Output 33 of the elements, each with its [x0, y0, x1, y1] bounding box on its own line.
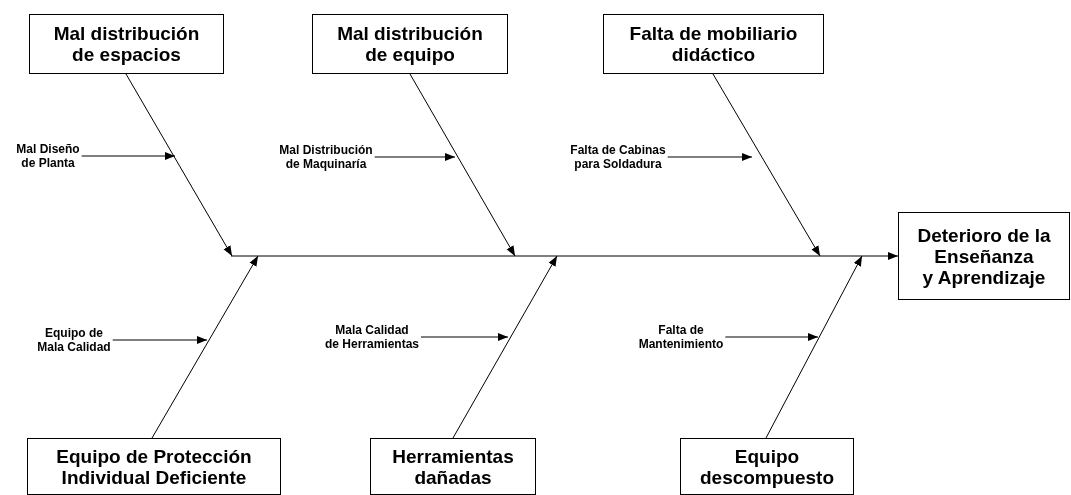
sub-cause-label: Falta de Cabinas para Soldadura [570, 143, 666, 171]
arrow [125, 73, 233, 257]
cause-text: Equipo descompuesto [699, 445, 835, 488]
cause-box [29, 14, 224, 74]
arrow [667, 153, 753, 161]
arrow [409, 73, 516, 257]
sub-cause-label: Equipo de Mala Calidad [37, 326, 111, 354]
cause-text: Falta de mobiliario didáctico [629, 23, 798, 65]
arrow [151, 255, 259, 439]
cause-text: Mal distribución de equipo [337, 23, 483, 65]
cause-box [680, 438, 854, 495]
sub-cause-label: Falta de Mantenimiento [638, 323, 724, 351]
cause-text: Deterioro de la Enseñanza y Aprendizaje [917, 224, 1051, 288]
cause-box [370, 438, 536, 495]
cause-text: Herramientas dañadas [392, 445, 514, 488]
cause-box [312, 14, 508, 74]
arrow [765, 255, 863, 439]
cause-box [603, 14, 824, 74]
sub-cause-label: Mal Distribución de Maquinaría [279, 143, 373, 171]
arrow [112, 336, 208, 344]
arrow [420, 333, 509, 341]
arrow [452, 255, 558, 439]
effect-box [898, 212, 1070, 300]
cause-text: Equipo de Protección Individual Deficiente [56, 445, 252, 488]
sub-cause-label: Mal Diseño de Planta [16, 142, 80, 170]
arrow [374, 153, 456, 161]
arrow [724, 333, 819, 341]
arrow [712, 73, 821, 257]
sub-cause-label: Mala Calidad de Herramientas [324, 323, 419, 351]
arrow [81, 152, 176, 160]
cause-box [27, 438, 281, 495]
spine-arrow [230, 252, 899, 260]
cause-text: Mal distribución de espacios [53, 23, 200, 65]
